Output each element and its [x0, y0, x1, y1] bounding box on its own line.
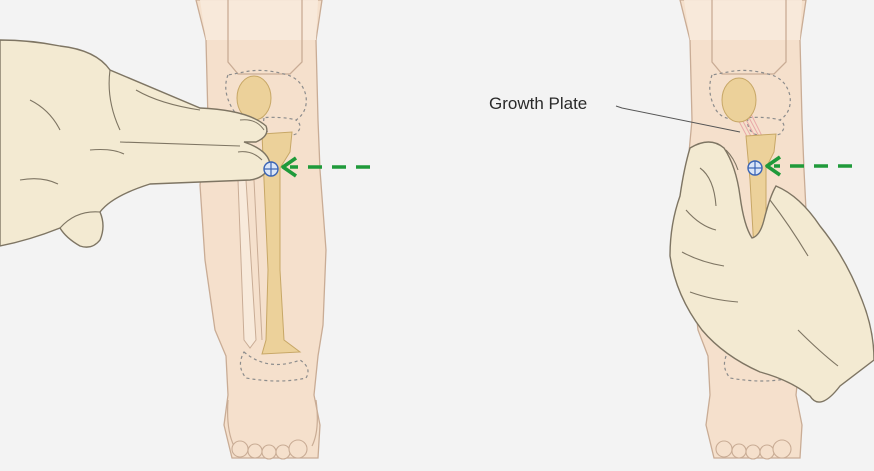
palpation-target-icon [264, 162, 278, 176]
growth-plate-label: Growth Plate [489, 94, 587, 114]
left-leg [196, 0, 326, 458]
palpation-target-icon [748, 161, 762, 175]
right-panel [616, 0, 874, 459]
right-patella [722, 78, 756, 122]
left-panel [0, 0, 370, 459]
